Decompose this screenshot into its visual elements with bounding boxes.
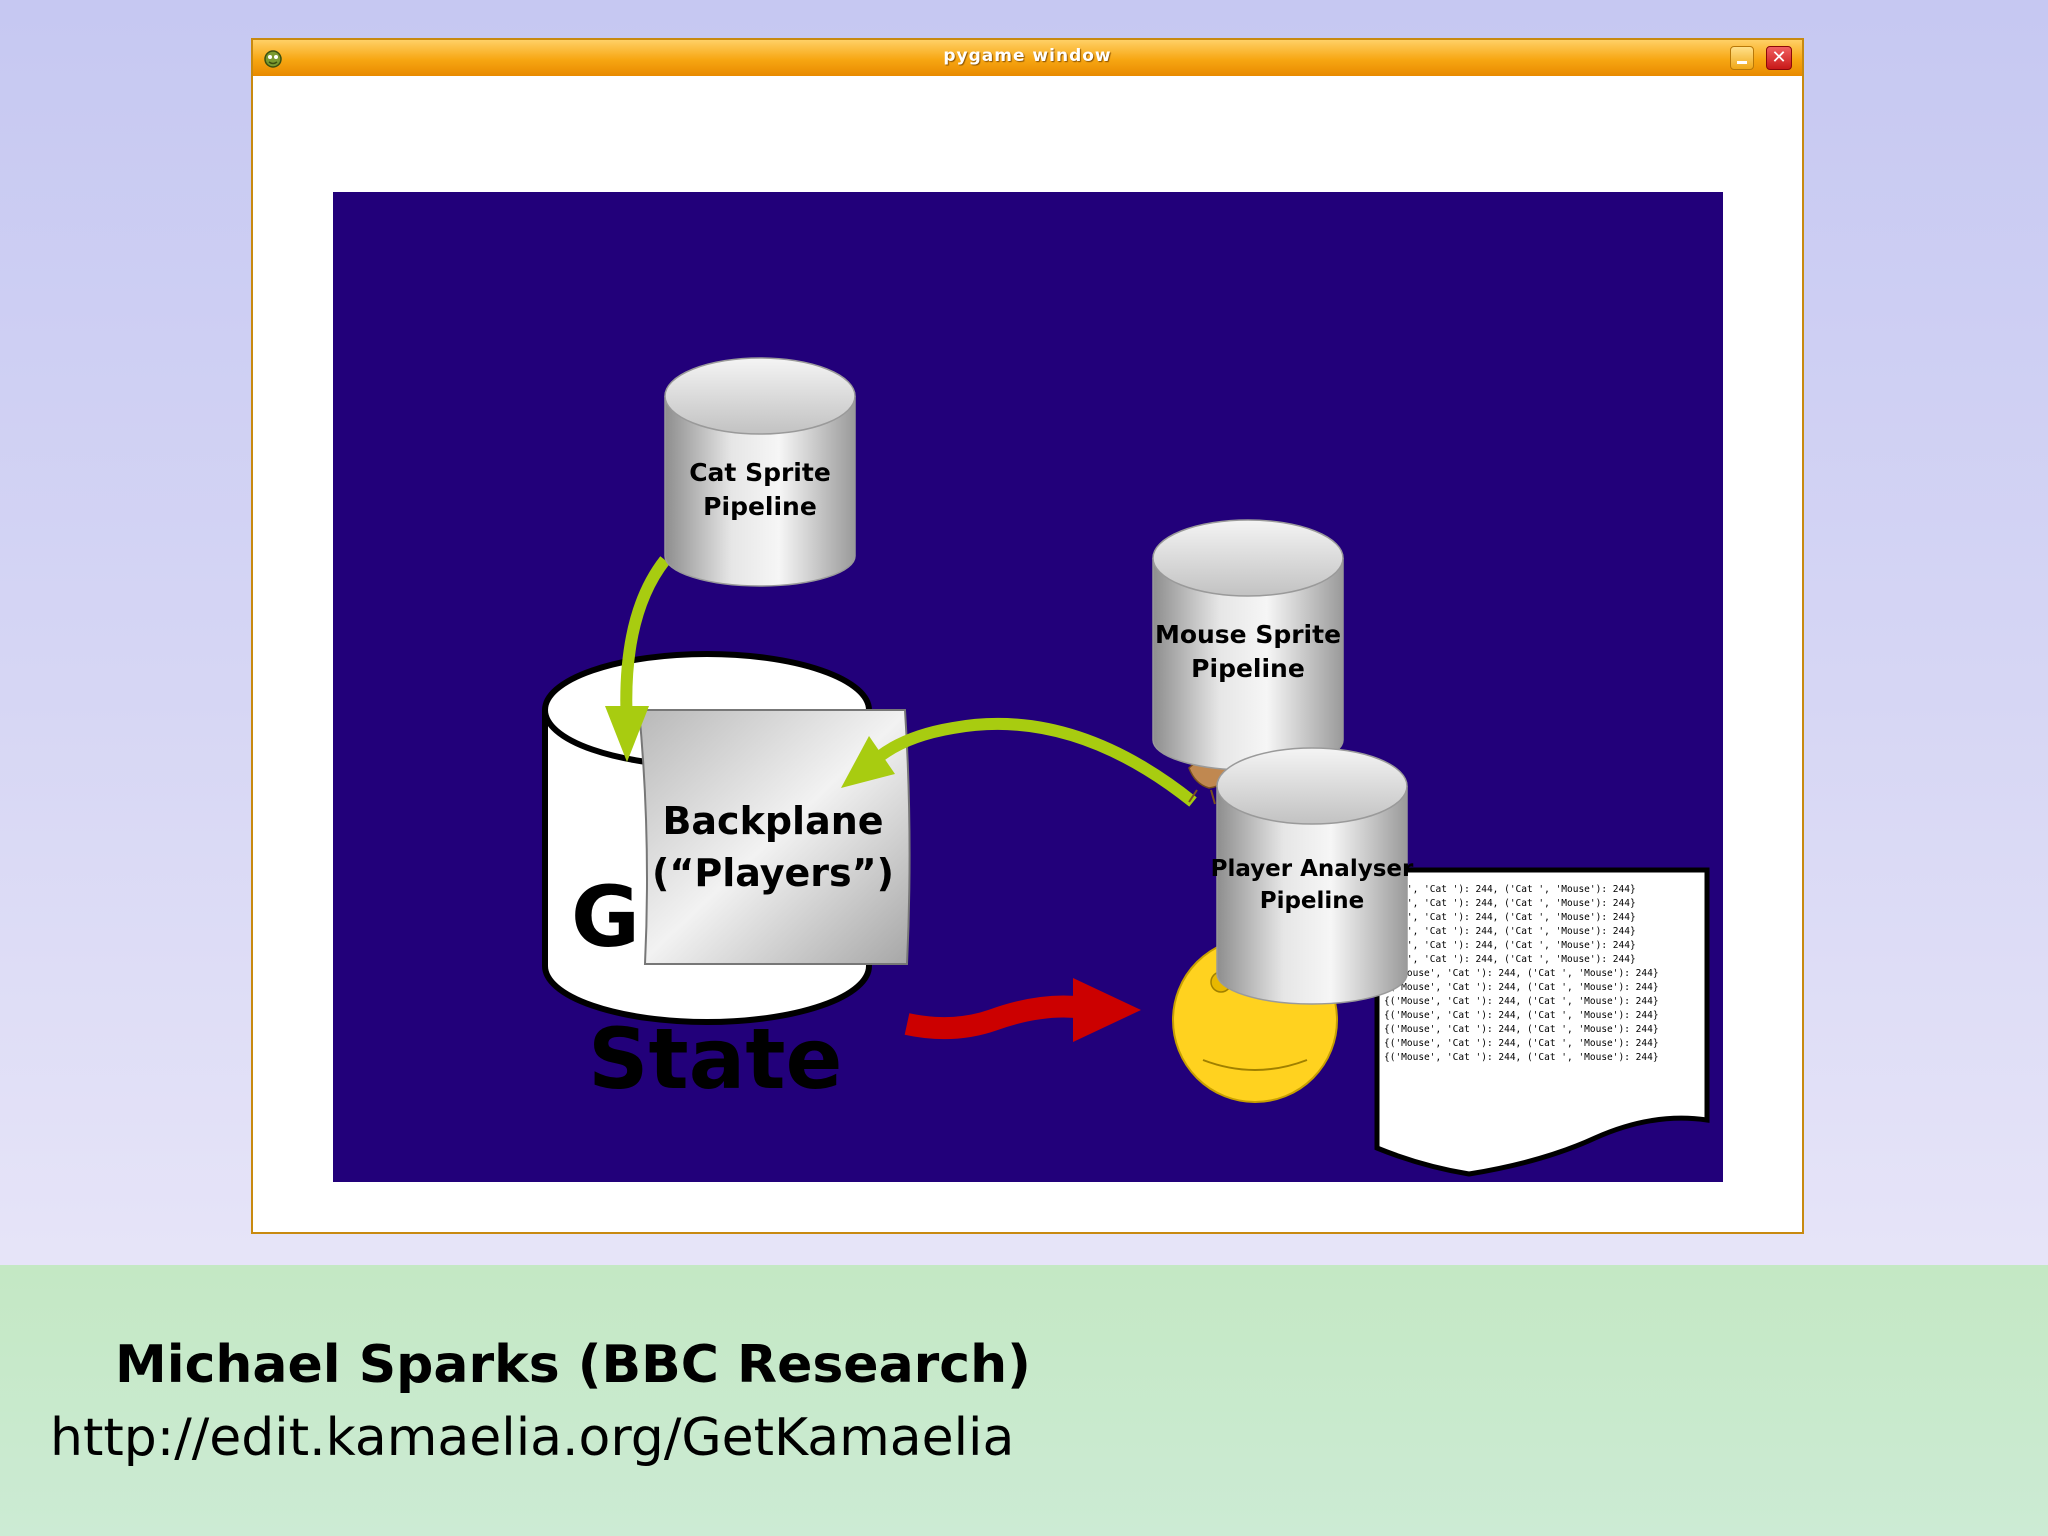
log-line: ouse', 'Cat '): 244, ('Cat ', 'Mouse'): … <box>1384 898 1636 909</box>
game-state-label-letter: G <box>571 868 640 966</box>
player-analyser-pipeline: Player Analyser Pipeline <box>1211 747 1414 1005</box>
kamaelia-diagram: G State Backplane (“Players”) <box>333 192 1723 1182</box>
pygame-window: pygame window ✕ <box>251 38 1804 1234</box>
log-line: {('Mouse', 'Cat '): 244, ('Cat ', 'Mouse… <box>1384 1010 1659 1021</box>
green-arrow-cat-to-state <box>605 556 670 762</box>
log-line: ouse', 'Cat '): 244, ('Cat ', 'Mouse'): … <box>1384 940 1636 951</box>
green-arrow-analyser-to-backplane <box>841 717 1197 807</box>
log-line: ouse', 'Cat '): 244, ('Cat ', 'Mouse'): … <box>1384 884 1636 895</box>
kamaelia-url[interactable]: http://edit.kamaelia.org/GetKamaelia <box>50 1408 1015 1468</box>
analyser-pipeline-label: Player Analyser <box>1211 856 1414 882</box>
log-line: {('Mouse', 'Cat '): 244, ('Cat ', 'Mouse… <box>1384 1052 1659 1063</box>
log-line: {('Mouse', 'Cat '): 244, ('Cat ', 'Mouse… <box>1384 1038 1659 1049</box>
backplane-label: Backplane <box>662 799 883 843</box>
backplane-box: Backplane (“Players”) <box>637 709 911 965</box>
window-title: pygame window <box>943 46 1112 66</box>
log-line: {('Mouse', 'Cat '): 244, ('Cat ', 'Mouse… <box>1384 968 1659 979</box>
pygame-app-icon <box>264 50 282 68</box>
log-line: {('Mouse', 'Cat '): 244, ('Cat ', 'Mouse… <box>1384 982 1659 993</box>
cat-sprite-pipeline: Cat Sprite Pipeline <box>664 357 856 587</box>
log-lines: ouse', 'Cat '): 244, ('Cat ', 'Mouse'): … <box>1384 884 1659 1063</box>
mouse-pipeline-sublabel: Pipeline <box>1191 654 1305 683</box>
log-line: ouse', 'Cat '): 244, ('Cat ', 'Mouse'): … <box>1384 926 1636 937</box>
analyser-pipeline-sublabel: Pipeline <box>1260 888 1365 914</box>
log-line: ouse', 'Cat '): 244, ('Cat ', 'Mouse'): … <box>1384 954 1636 965</box>
game-state-label-word: State <box>588 1010 842 1108</box>
log-line: {('Mouse', 'Cat '): 244, ('Cat ', 'Mouse… <box>1384 1024 1659 1035</box>
window-content: G State Backplane (“Players”) <box>253 76 1802 1232</box>
mouse-sprite-pipeline: Mouse Sprite Pipeline <box>1152 519 1344 771</box>
backplane-sublabel: (“Players”) <box>652 851 894 895</box>
red-flow-arrow <box>904 978 1141 1042</box>
mouse-pipeline-label: Mouse Sprite <box>1155 620 1341 649</box>
close-button[interactable]: ✕ <box>1766 46 1792 70</box>
log-line: {('Mouse', 'Cat '): 244, ('Cat ', 'Mouse… <box>1384 996 1659 1007</box>
cat-pipeline-label: Cat Sprite <box>689 458 831 487</box>
footer-band <box>0 1265 2048 1536</box>
window-titlebar[interactable]: pygame window ✕ <box>253 40 1802 76</box>
author-credit: Michael Sparks (BBC Research) <box>115 1335 1031 1395</box>
log-line: ouse', 'Cat '): 244, ('Cat ', 'Mouse'): … <box>1384 912 1636 923</box>
cat-pipeline-sublabel: Pipeline <box>703 492 817 521</box>
minimize-button[interactable] <box>1730 46 1754 70</box>
log-document: ouse', 'Cat '): 244, ('Cat ', 'Mouse'): … <box>1374 867 1710 1177</box>
